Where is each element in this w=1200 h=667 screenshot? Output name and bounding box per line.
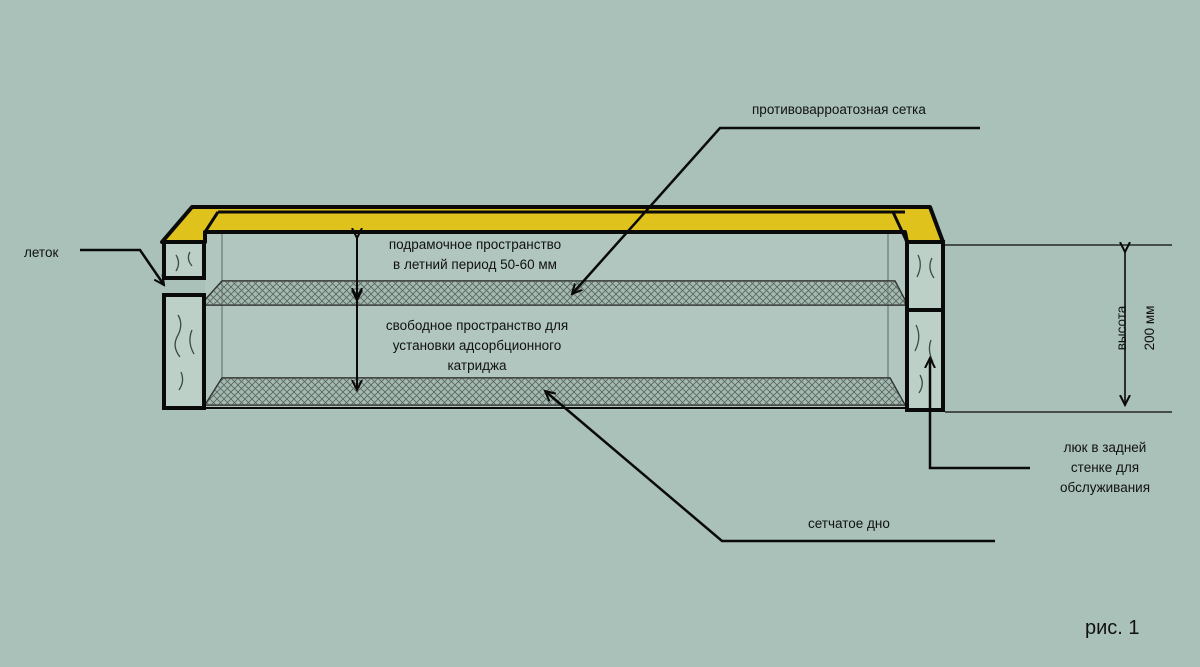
mesh-bottom-label: сетчатое дно [808,516,890,531]
right-wall-upper [905,240,945,312]
hatch-label: люк в задней стенке для обслуживания [1035,438,1175,498]
hatch-line-1: люк в задней [1063,440,1147,455]
height-label: высота [1114,305,1129,351]
hatch-leader [930,358,1030,470]
left-wall-lower [162,293,206,410]
underframe-line-1: подрамочное пространство [388,237,562,252]
anti-varroa-net-leader [572,126,980,294]
left-wall-upper [162,240,206,280]
free-space-line-2: установки адсорбционного [392,338,562,353]
underframe-space-label: подрамочное пространство в летний период… [365,235,585,275]
wood-grain-right [914,254,935,394]
underframe-line-2: в летний период 50-60 мм [393,257,557,272]
anti-varroa-net-tint [205,281,905,305]
entrance-leader [80,248,164,285]
top-frame-inner-line [891,211,909,243]
wood-grain-left [174,251,195,391]
entrance-label: леток [24,245,59,260]
mesh-bottom-leader [545,391,995,543]
anti-varroa-net-label: противоварроатозная сетка [752,102,926,117]
right-wall-hatch [905,308,945,412]
free-space-line-1: свободное пространство для [385,318,569,333]
free-space-label: свободное пространство для установки адс… [362,316,592,376]
figure-caption: рис. 1 [1085,617,1140,639]
hatch-line-2: стенке для [1070,460,1140,475]
free-space-line-3: катриджа [447,358,507,373]
hatch-line-3: обслуживания [1059,480,1151,495]
height-value-label: 200 мм [1142,305,1157,351]
top-frame-inner-line [203,211,220,233]
